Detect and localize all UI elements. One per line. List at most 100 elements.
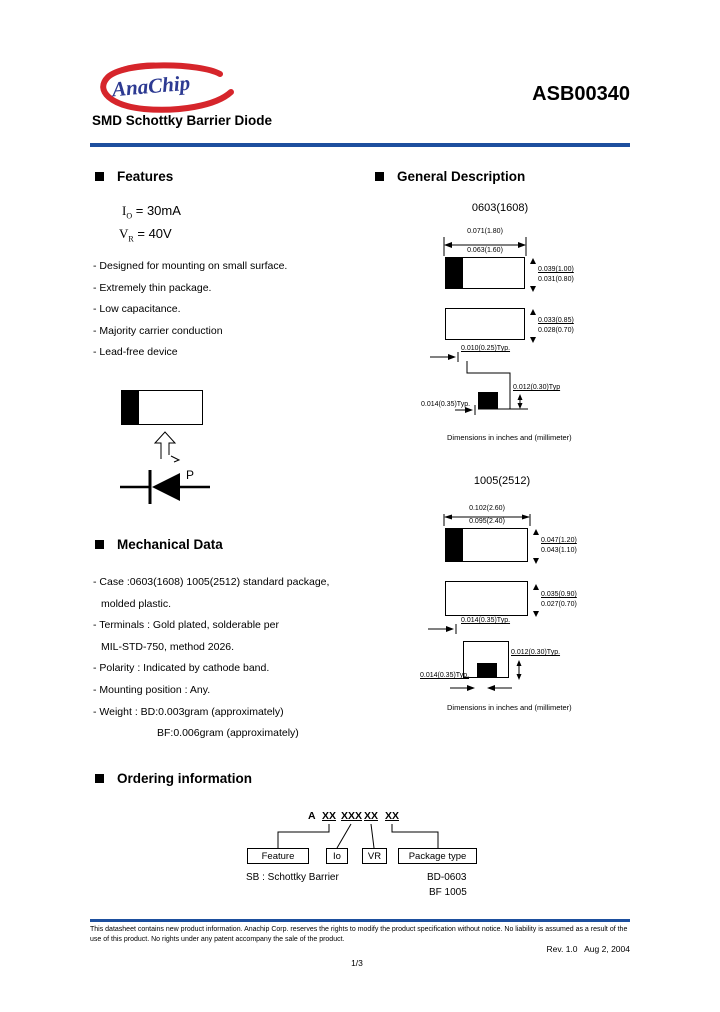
header-rule — [90, 143, 630, 147]
order-code-group: XXX — [341, 810, 363, 822]
arrow-up-icon — [533, 584, 539, 590]
feature-item: - Extremely thin package. — [93, 281, 212, 294]
spec-io: IO = 30mA — [122, 203, 181, 221]
dim-0603-pad-width: 0.014(0.35)Typ. — [421, 401, 471, 408]
arrow-up-icon — [530, 258, 536, 264]
mech-item: molded plastic. — [101, 597, 172, 610]
package-pictogram — [121, 390, 203, 425]
mechanical-heading: Mechanical Data — [95, 537, 223, 552]
pkg-1005-top-view — [445, 528, 528, 562]
dim-1005-terminal: 0.014(0.35)Typ. — [461, 617, 511, 624]
solder-pad — [477, 663, 497, 677]
dim-0603-pad-height: 0.012(0.30)Typ — [513, 384, 561, 391]
pkg-0603-top-view — [445, 257, 525, 289]
arrow-down-icon — [533, 558, 539, 564]
mech-item: - Polarity : Indicated by cathode band. — [93, 662, 270, 675]
mech-item: - Mounting position : Any. — [93, 683, 211, 696]
general-description-heading-label: General Description — [397, 169, 526, 184]
spec-vr: VR = 40V — [119, 226, 172, 244]
mechanical-heading-label: Mechanical Data — [117, 537, 223, 552]
pkg-1005-side-view — [445, 581, 528, 616]
mech-item: - Weight : BD:0.003gram (approximately) — [93, 705, 284, 718]
dim-arrows-inward — [450, 685, 512, 691]
feature-item: - Low capacitance. — [93, 303, 181, 316]
spec-io-subscript: O — [126, 211, 133, 221]
order-box-label: Package type — [408, 850, 467, 862]
section-bullet-icon — [95, 774, 104, 783]
spec-vr-symbol: V — [119, 226, 129, 241]
general-description-heading: General Description — [375, 169, 525, 184]
pkg-0603-title: 0603(1608) — [471, 202, 529, 214]
dim-0603-length-min: 0.063(1.60) — [467, 247, 503, 254]
dim-arrow-right-icon — [455, 405, 476, 415]
order-code-prefix: A — [308, 810, 316, 822]
ordering-heading-label: Ordering information — [117, 771, 252, 786]
mechanical-list: - Case :0603(1608) 1005(2512) standard p… — [93, 576, 329, 749]
mech-item: MIL-STD-750, method 2026. — [101, 640, 235, 653]
arrow-down-icon — [530, 337, 536, 343]
cathode-band — [446, 258, 463, 288]
mech-item: - Case :0603(1608) 1005(2512) standard p… — [93, 576, 330, 588]
pkg-0603-side-view — [445, 308, 525, 340]
spec-vr-subscript: R — [128, 234, 134, 244]
pkg-1005-land-pattern — [463, 641, 509, 678]
arrow-up-icon — [530, 309, 536, 315]
pkg-0603-mounting-profile — [466, 361, 528, 410]
page-title: SMD Schottky Barrier Diode — [92, 113, 273, 128]
dim-0603-width-min: 0.031(0.80) — [538, 276, 574, 283]
dim-0603-terminal: 0.010(0.25)Typ. — [461, 345, 511, 352]
feature-item: - Designed for mounting on small surface… — [93, 260, 288, 272]
dim-arrow-horizontal — [443, 237, 527, 256]
arrow-up-icon — [533, 529, 539, 535]
polarity-label: P — [186, 468, 195, 482]
dim-1005-width-max: 0.047(1.20) — [541, 537, 577, 544]
spec-io-symbol: I — [122, 203, 127, 218]
section-bullet-icon — [95, 172, 104, 181]
mech-item: BF:0.006gram (approximately) — [157, 727, 299, 740]
dim-0603-length-max: 0.071(1.80) — [467, 228, 503, 235]
up-arrow-icon — [153, 431, 181, 463]
pkg-1005-title: 1005(2512) — [473, 475, 531, 487]
dimensions-note: Dimensions in inches and (millimeter) — [447, 703, 572, 712]
cathode-band — [122, 391, 139, 424]
package-code-note: BD-0603 — [427, 872, 467, 883]
anachip-logo-swoosh-icon — [100, 62, 234, 113]
dim-arrow-right-icon — [430, 352, 459, 362]
order-box-label: VR — [367, 850, 382, 862]
dim-arrow-right-icon — [428, 624, 457, 634]
dim-1005-width-min: 0.043(1.10) — [541, 547, 577, 554]
section-bullet-icon — [95, 540, 104, 549]
order-box-label: Feature — [261, 850, 295, 862]
diode-symbol — [120, 470, 210, 504]
order-code-group: XX — [364, 810, 379, 822]
dim-1005-thickness-min: 0.027(0.70) — [541, 601, 577, 608]
part-number: ASB00340 — [532, 83, 630, 105]
page-number: 1/3 — [351, 958, 363, 968]
features-heading: Features — [95, 169, 173, 184]
ordering-heading: Ordering information — [95, 771, 252, 786]
feature-item: - Lead-free device — [93, 346, 178, 359]
order-box-vr: VR — [362, 848, 387, 864]
dim-1005-length-max: 0.102(2.60) — [469, 505, 505, 512]
feature-code-note: SB : Schottky Barrier — [246, 872, 339, 883]
dim-0603-width-max: 0.039(1.00) — [538, 266, 574, 273]
section-bullet-icon — [375, 172, 384, 181]
dim-1005-pad-height: 0.012(0.30)Typ. — [511, 649, 561, 656]
arrow-down-icon — [530, 286, 536, 292]
features-heading-label: Features — [117, 169, 174, 184]
dim-arrow-horizontal — [443, 514, 531, 526]
order-box-package-type: Package type — [398, 848, 477, 864]
spec-io-value: = 30mA — [135, 203, 181, 218]
order-box-feature: Feature — [247, 848, 309, 864]
spec-vr-value: = 40V — [137, 226, 172, 241]
dim-0603-thickness-min: 0.028(0.70) — [538, 327, 574, 334]
order-code-group: XX — [385, 810, 400, 822]
dim-1005-thickness-max: 0.035(0.90) — [541, 591, 577, 598]
dimensions-note: Dimensions in inches and (millimeter) — [447, 433, 572, 442]
package-code-note: BF 1005 — [429, 887, 467, 898]
revision-date: Rev. 1.0 Aug 2, 2004 — [546, 944, 631, 954]
order-code-group: XX — [322, 810, 337, 822]
dim-0603-thickness-max: 0.033(0.85) — [538, 317, 574, 324]
footer-rule — [90, 919, 630, 922]
